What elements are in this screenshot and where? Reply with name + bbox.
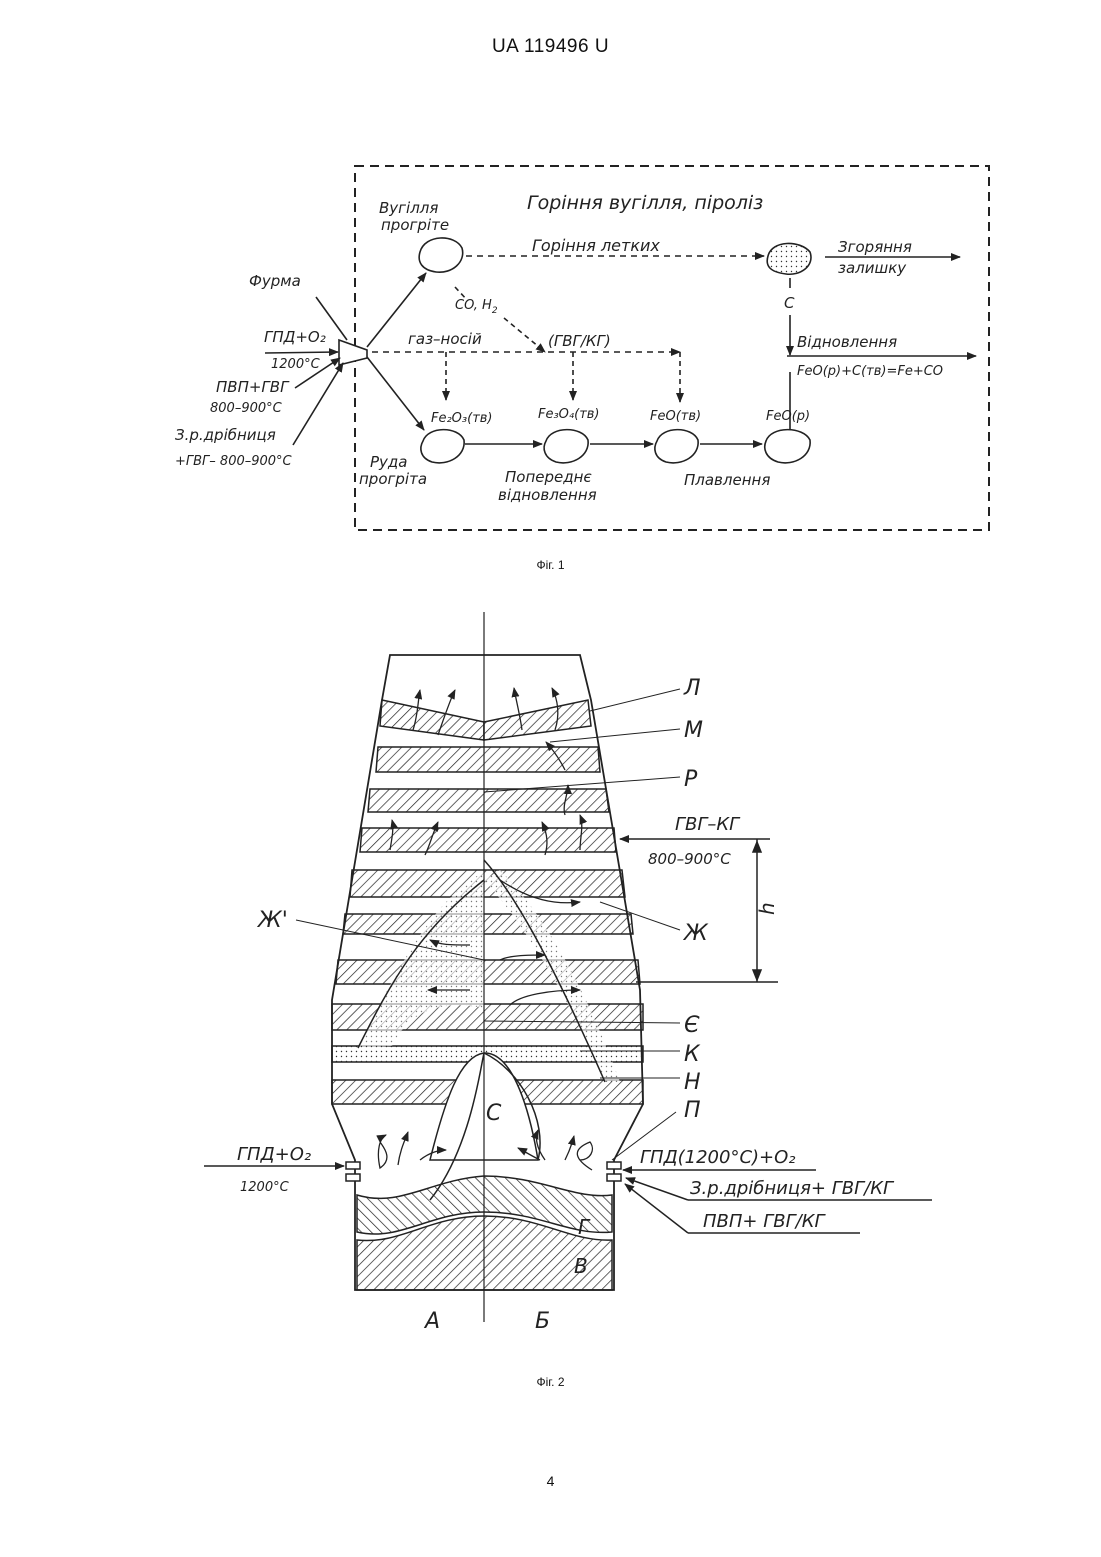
coal-heated-label-2: прогріте — [381, 216, 449, 234]
gvg-kg-input-label: ГВГ–КГ — [675, 814, 741, 835]
half-b-label: Б — [535, 1309, 550, 1334]
right-input3-label: ПВП+ ГВГ/КГ — [703, 1211, 826, 1232]
zone-label-m: М — [684, 718, 703, 743]
zone-label-r: Р — [684, 767, 698, 792]
residue-label: Згоряння — [838, 238, 912, 256]
right-input2-label: З.р.дрібниця+ ГВГ/КГ — [690, 1178, 895, 1199]
zone-label-zh: Ж — [682, 921, 709, 946]
fig2-caption: Фіг. 2 — [0, 1375, 1101, 1389]
feo-solid-label: FeO(тв) — [650, 409, 701, 424]
reduction-label: Відновлення — [797, 333, 897, 351]
input1-label: ГПД+O₂ — [264, 328, 326, 346]
zone-label-g: Г — [578, 1215, 591, 1239]
ore-particle-fe3o4-icon — [544, 430, 588, 463]
input3-temp: +ГВГ– 800–900°C — [175, 454, 293, 469]
left-tuyere-upper-icon — [346, 1162, 360, 1169]
half-a-label: А — [423, 1309, 440, 1334]
input1-temp: 1200°C — [271, 357, 321, 372]
ore-heated-label-2: прогріта — [359, 470, 427, 488]
zone-label-c: С — [486, 1101, 502, 1126]
left-input-label: ГПД+O₂ — [237, 1144, 311, 1165]
right-tuyere-lower-icon — [607, 1174, 621, 1181]
input2-temp: 800–900°C — [210, 401, 283, 416]
zone-label-ye: Є — [684, 1013, 700, 1038]
residue-particle-icon — [767, 243, 811, 274]
left-tuyere-lower-icon — [346, 1174, 360, 1181]
page-number: 4 — [0, 1473, 1101, 1489]
height-h-label: h — [755, 902, 779, 915]
prereduction-label-2: відновлення — [498, 486, 597, 504]
left-input-temp: 1200°C — [240, 1180, 290, 1195]
zone-label-zh-prime: Ж' — [256, 908, 288, 933]
zone-label-n: Н — [684, 1070, 701, 1095]
fe3o4-label: Fe₃O₄(тв) — [538, 407, 600, 422]
reduction-equation: FeO(р)+C(тв)=Fe+CO — [797, 364, 943, 379]
zone-label-l: Л — [683, 676, 701, 701]
coal-particle-icon — [419, 238, 463, 272]
feo-liquid-label: FeO(р) — [766, 409, 810, 424]
fe2o3-label: Fe₂O₃(тв) — [431, 411, 493, 426]
ore-particle-feo-solid-icon — [655, 430, 698, 463]
gvg-kg-label: (ГВГ/КГ) — [548, 332, 611, 350]
ore-heated-label: Руда — [370, 453, 408, 471]
prereduction-label: Попереднє — [505, 468, 592, 486]
volatiles-label: Горіння летких — [532, 236, 660, 255]
tuyere-label: Фурма — [249, 272, 301, 290]
input3-label: З.р.дрібниця — [175, 426, 276, 444]
co-h2-label: CO, H2 — [455, 298, 498, 316]
gvg-kg-input-temp: 800–900°C — [648, 850, 731, 868]
right-tuyere-upper-icon — [607, 1162, 621, 1169]
right-input1-label: ГПД(1200°C)+O₂ — [640, 1147, 796, 1168]
residue-label-2: залишку — [838, 259, 907, 277]
ore-particle-feo-liquid-icon — [765, 430, 810, 463]
carbon-label: C — [784, 294, 795, 312]
fig1-caption: Фіг. 1 — [0, 558, 1101, 572]
melting-label: Плавлення — [684, 471, 770, 489]
zone-label-p: П — [684, 1098, 701, 1123]
carrier-gas-label: газ–носій — [408, 330, 482, 348]
input2-label: ПВП+ГВГ — [216, 378, 290, 396]
ore-particle-fe2o3-icon — [421, 430, 464, 463]
tuyere-icon — [339, 340, 367, 365]
fig1-title: Горіння вугілля, піроліз — [527, 192, 763, 214]
zone-label-k: К — [684, 1042, 701, 1067]
zone-label-v: В — [574, 1254, 588, 1278]
coal-heated-label: Вугілля — [379, 199, 438, 217]
